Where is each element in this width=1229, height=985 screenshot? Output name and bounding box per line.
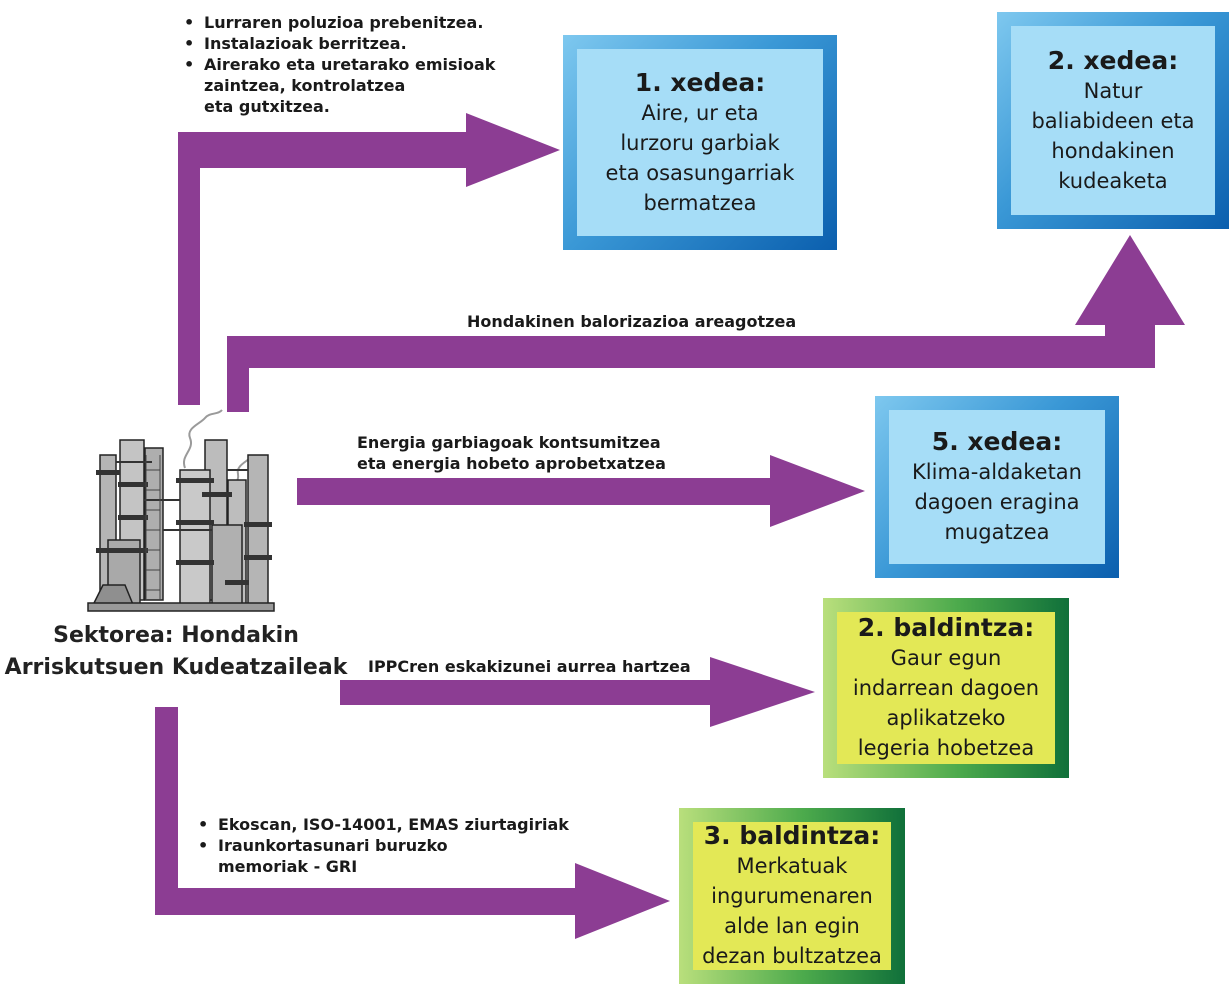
plant-rings	[96, 470, 272, 585]
arrow-to-goal-2	[227, 235, 1185, 412]
condition-title: 2. baldintza:	[857, 613, 1035, 642]
plant-ground	[87, 602, 275, 612]
goal-title: 1. xedea:	[634, 67, 766, 97]
plant-column	[144, 447, 164, 601]
arrow-4-label: IPPCren eskakizunei aurrea hartzea	[368, 657, 691, 676]
arrow-5-bullets: Ekoscan, ISO-14001, EMAS ziurtagiriak Ir…	[192, 814, 569, 877]
condition-box-2: 2. baldintza: Gaur egun indarrean dagoen…	[823, 598, 1069, 778]
arrow-to-goal-1	[178, 113, 560, 405]
bullet-item: Ekoscan, ISO-14001, EMAS ziurtagiriak	[198, 814, 569, 835]
plant-pipe	[116, 461, 248, 531]
bullet-item: Instalazioak berritzea.	[184, 33, 495, 54]
arrow-3-label: Energia garbiagoak kontsumitzea eta ener…	[357, 433, 666, 473]
smoke-plume	[182, 409, 223, 469]
goal-box-content: 1. xedea: Aire, ur eta lurzoru garbiak e…	[577, 49, 823, 236]
goal-title: 2. xedea:	[1047, 45, 1179, 75]
plant-tower	[247, 454, 269, 606]
goal-description: Natur baliabideen eta hondakinen kudeake…	[1031, 78, 1195, 193]
goal-box-content: 2. xedea: Natur baliabideen eta hondakin…	[1011, 26, 1215, 215]
bullet-item: Lurraren poluzioa prebenitzea.	[184, 12, 495, 33]
bullet-item: Iraunkortasunari buruzko memoriak - GRI	[198, 835, 569, 877]
arrow-2-label: Hondakinen balorizazioa areagotzea	[467, 312, 797, 331]
industrial-plant-icon	[87, 409, 275, 612]
arrow-to-condition-2	[340, 657, 815, 727]
plant-ladder	[145, 455, 161, 600]
goal-box-2: 2. xedea: Natur baliabideen eta hondakin…	[997, 12, 1229, 229]
plant-column	[179, 469, 211, 606]
goal-title: 5. xedea:	[931, 427, 1063, 456]
arrow-to-condition-3	[155, 707, 670, 939]
condition-description: Merkatuak ingurumenaren alde lan egin de…	[702, 854, 882, 968]
condition-title: 3. baldintza:	[703, 821, 881, 850]
bullet-item: Airerako eta uretarako emisioak zaintzea…	[184, 54, 495, 117]
condition-box-3: 3. baldintza: Merkatuak ingurumenaren al…	[679, 808, 905, 984]
goal-box-5: 5. xedea: Klima-aldaketan dagoen eragina…	[875, 396, 1119, 578]
goal-box-1: 1. xedea: Aire, ur eta lurzoru garbiak e…	[563, 35, 837, 250]
goal-description: Klima-aldaketan dagoen eragina mugatzea	[912, 460, 1082, 544]
arrow-to-goal-5	[297, 455, 865, 527]
goal-description: Aire, ur eta lurzoru garbiak eta osasung…	[605, 100, 795, 215]
condition-description: Gaur egun indarrean dagoen aplikatzeko l…	[852, 646, 1040, 760]
plant-tank	[211, 524, 243, 606]
condition-box-content: 2. baldintza: Gaur egun indarrean dagoen…	[837, 612, 1055, 764]
arrow-1-bullets: Lurraren poluzioa prebenitzea. Instalazi…	[178, 12, 495, 117]
condition-box-content: 3. baldintza: Merkatuak ingurumenaren al…	[693, 821, 891, 970]
goal-box-content: 5. xedea: Klima-aldaketan dagoen eragina…	[889, 410, 1105, 564]
sector-title: Sektorea: Hondakin Arriskutsuen Kudeatza…	[4, 623, 348, 680]
